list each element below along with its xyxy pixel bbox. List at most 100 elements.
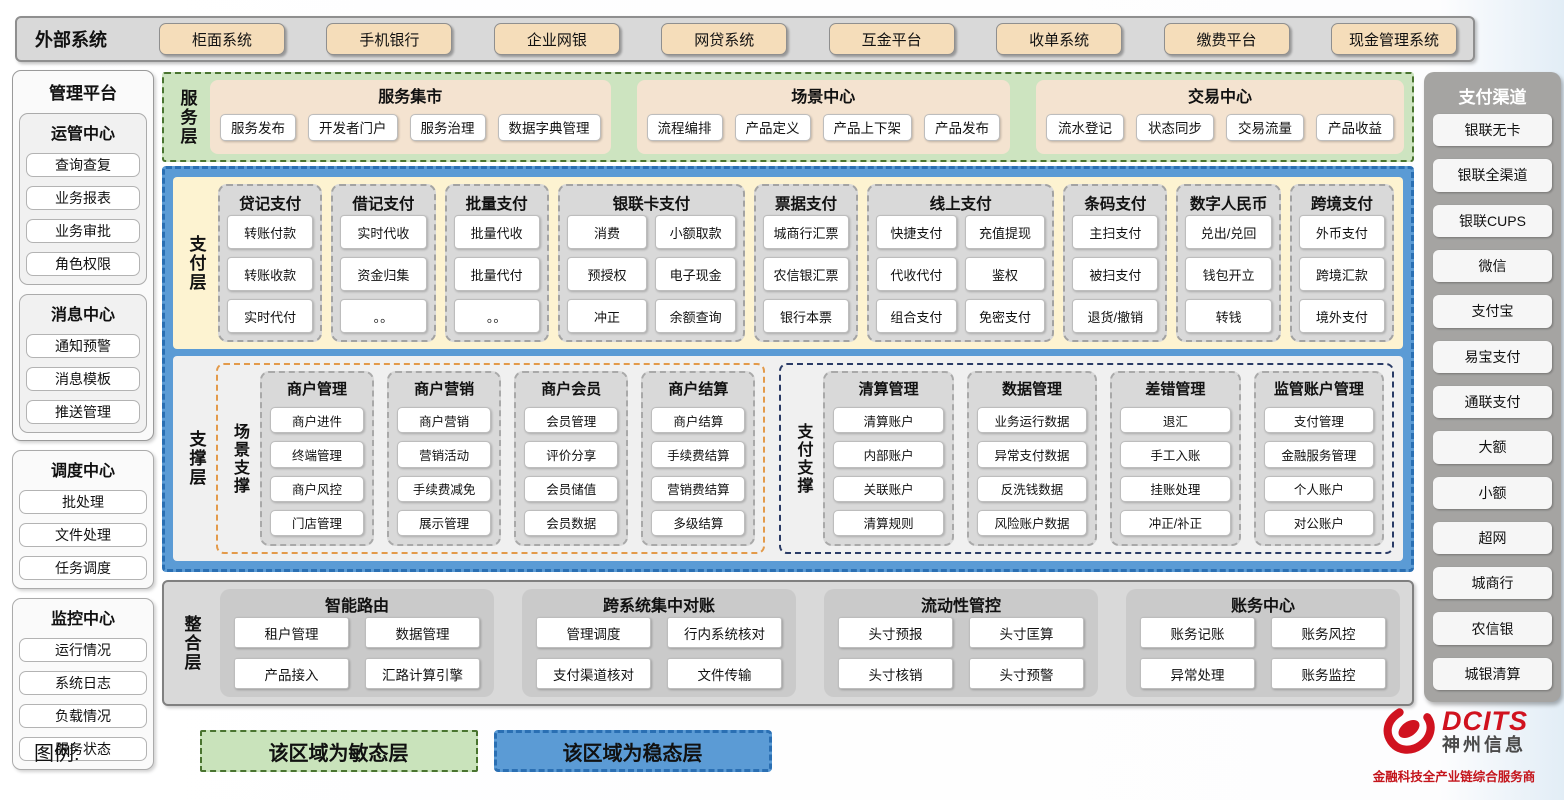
payment-item: 余额查询 (655, 299, 736, 333)
channel-item: 农信银 (1433, 612, 1552, 645)
integration-item: 账务监控 (1271, 658, 1386, 689)
external-systems-bar: 外部系统 柜面系统手机银行企业网银网贷系统互金平台收单系统缴费平台现金管理系统 (15, 16, 1475, 62)
payment-item: 批量代付 (453, 257, 540, 291)
support-item: 商户营销 (397, 407, 492, 434)
service-item: 产品定义 (734, 113, 811, 141)
support-item: 手续费结算 (651, 441, 746, 468)
payment-column-items: 快捷支付充值提现代收代付鉴权组合支付免密支付 (876, 215, 1046, 333)
service-layer-label: 服务层 (177, 88, 197, 146)
support-column-title: 商户管理 (287, 380, 348, 398)
dcits-swirl-icon (1380, 700, 1438, 763)
mgmt-section: 监控中心运行情况系统日志负载情况服务状态 (12, 598, 154, 770)
support-group-columns: 商户管理商户进件终端管理商户风控门店管理商户营销商户营销营销活动手续费减免展示管… (260, 371, 756, 546)
integration-item: 头寸匡算 (969, 617, 1084, 648)
mgmt-item: 查询查复 (26, 153, 140, 177)
integration-group: 账务中心账务记账账务风控异常处理账务监控 (1126, 589, 1400, 697)
service-item: 状态同步 (1136, 113, 1214, 141)
support-item: 清算账户 (833, 407, 944, 434)
payment-column: 银联卡支付消费小额取款预授权电子现金冲正余额查询 (557, 184, 745, 342)
service-group-title: 服务集市 (378, 89, 443, 106)
support-column-title: 清算管理 (858, 380, 919, 398)
payment-item: 免密支付 (964, 299, 1046, 333)
payment-columns: 贷记支付转账付款转账收款实时代付借记支付实时代收资金归集。。批量支付批量代收批量… (218, 184, 1395, 342)
payment-column-title: 银联卡支付 (612, 195, 691, 213)
payment-column-title: 跨境支付 (1310, 195, 1373, 213)
support-column-title: 商户结算 (668, 380, 729, 398)
external-system-box: 现金管理系统 (1330, 23, 1457, 55)
mgmt-section-title: 监控中心 (50, 611, 115, 628)
payment-item: 转钱 (1185, 299, 1272, 333)
service-item: 流水登记 (1046, 113, 1124, 141)
support-group: 支付支撑清算管理清算账户内部账户关联账户清算规则数据管理业务运行数据异常支付数据… (779, 363, 1394, 554)
mgmt-item: 服务状态 (19, 737, 147, 761)
support-item: 挂账处理 (1120, 475, 1231, 502)
support-column: 清算管理清算账户内部账户关联账户清算规则 (823, 371, 954, 546)
mgmt-item: 批处理 (19, 490, 147, 514)
mgmt-item: 负载情况 (19, 704, 147, 728)
management-sections-bottom: 调度中心批处理文件处理任务调度监控中心运行情况系统日志负载情况服务状态 (12, 450, 154, 770)
stable-layer-container: 支付层 贷记支付转账付款转账收款实时代付借记支付实时代收资金归集。。批量支付批量… (162, 166, 1414, 572)
support-item: 风险账户数据 (976, 509, 1088, 536)
mgmt-section: 运管中心查询查复业务报表业务审批角色权限 (19, 113, 147, 285)
mgmt-section: 消息中心通知预警消息模板推送管理 (19, 294, 147, 433)
service-item: 产品上下架 (822, 113, 912, 141)
payment-item: 被扫支付 (1072, 257, 1159, 291)
integration-group-title: 账务中心 (1230, 598, 1295, 615)
integration-item: 异常处理 (1140, 658, 1255, 689)
support-item: 终端管理 (270, 441, 365, 468)
payment-item: 城商行汇票 (762, 215, 850, 249)
support-column-title: 商户营销 (414, 380, 475, 398)
mgmt-item: 业务审批 (26, 219, 140, 243)
mgmt-item: 运行情况 (19, 638, 147, 662)
service-group-items: 服务发布开发者门户服务治理数据字典管理 (220, 107, 601, 147)
support-group-label: 场景支撑 (231, 422, 248, 495)
support-item: 业务运行数据 (976, 407, 1088, 434)
payment-item: 预授权 (566, 257, 648, 291)
payment-column-title: 批量支付 (465, 195, 528, 213)
support-item: 清算规则 (833, 509, 944, 536)
service-group-card: 交易中心流水登记状态同步交易流量产品收益 (1036, 80, 1404, 154)
payment-layer: 支付层 贷记支付转账付款转账收款实时代付借记支付实时代收资金归集。。批量支付批量… (173, 177, 1403, 349)
payment-item: 代收代付 (876, 257, 957, 291)
payment-column-items: 外币支付跨境汇款境外支付 (1298, 215, 1386, 333)
service-item: 服务发布 (220, 113, 296, 141)
integration-group: 流动性管控头寸预报头寸匡算头寸核销头寸预警 (824, 589, 1098, 697)
support-group-label: 支付支撑 (794, 422, 812, 495)
external-system-box: 手机银行 (326, 23, 453, 55)
integration-group-items: 租户管理数据管理产品接入汇路计算引擎 (234, 617, 480, 689)
integration-item: 头寸预报 (838, 617, 953, 648)
mgmt-item: 业务报表 (26, 186, 140, 210)
support-item: 手续费减免 (397, 475, 492, 502)
integration-layer-label: 整合层 (181, 614, 201, 672)
channel-item: 城银清算 (1433, 657, 1552, 691)
dcits-logo: DCITS 神州信息 金融科技全产业链综合服务商 (1356, 700, 1552, 785)
integration-group-title: 跨系统集中对账 (602, 598, 715, 615)
channel-item: 通联支付 (1433, 385, 1552, 419)
support-column: 监管账户管理支付管理金融服务管理个人账户对公账户 (1253, 371, 1385, 546)
external-system-box: 互金平台 (828, 23, 955, 55)
payment-item: 消费 (566, 215, 648, 249)
payment-item: 实时代付 (227, 299, 314, 333)
payment-item: 。。 (340, 299, 427, 333)
payment-item: 退货/撤销 (1072, 299, 1159, 333)
integration-group: 智能路由租户管理数据管理产品接入汇路计算引擎 (220, 589, 494, 697)
mgmt-item: 推送管理 (26, 400, 140, 424)
payment-item: 组合支付 (876, 299, 957, 333)
support-column-title: 差错管理 (1145, 380, 1206, 398)
external-system-box: 企业网银 (493, 23, 620, 55)
service-item: 交易流量 (1226, 113, 1304, 141)
support-item: 营销费结算 (651, 475, 746, 502)
payment-column: 借记支付实时代收资金归集。。 (331, 184, 436, 342)
payment-column-title: 数字人民币 (1189, 195, 1268, 213)
mgmt-section-title: 消息中心 (50, 307, 115, 324)
service-group-items: 流水登记状态同步交易流量产品收益 (1046, 107, 1394, 147)
support-item: 内部账户 (833, 441, 944, 468)
dcits-logo-text: DCITS 神州信息 (1442, 706, 1528, 756)
channel-item: 微信 (1433, 249, 1552, 283)
support-item: 评价分享 (524, 441, 619, 468)
payment-column-items: 城商行汇票农信银汇票银行本票 (762, 215, 850, 333)
payment-column-title: 线上支付 (929, 195, 992, 213)
support-item: 金融服务管理 (1263, 441, 1375, 468)
